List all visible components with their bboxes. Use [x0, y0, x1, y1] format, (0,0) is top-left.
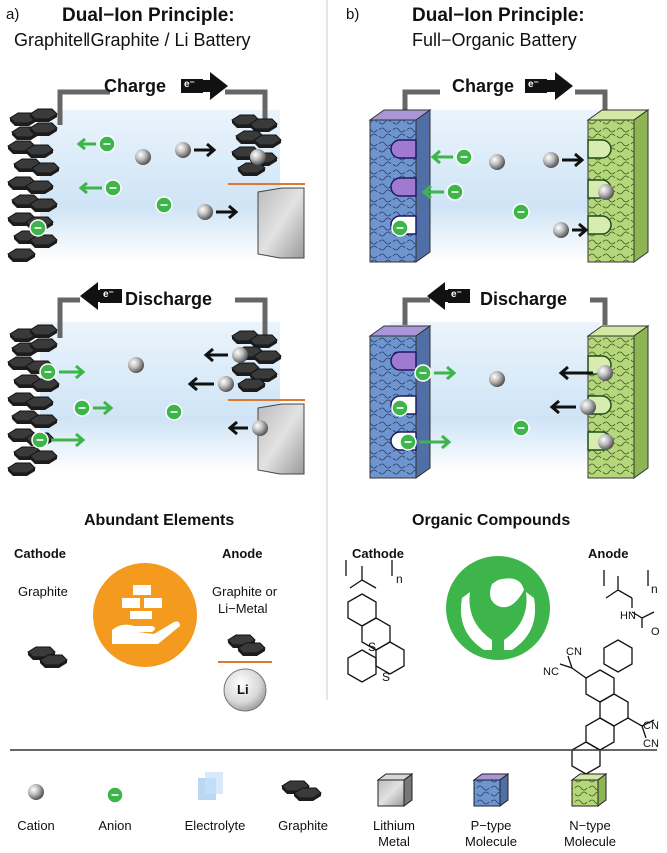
anode-graphite-sample — [227, 634, 266, 657]
electrolyte-region — [40, 322, 280, 472]
legend-graphite-icon — [281, 780, 322, 802]
p-type-electrode — [368, 325, 432, 479]
lithium-metal-block — [257, 403, 305, 475]
wire — [402, 89, 440, 112]
li-ball-label: Li — [237, 682, 249, 697]
cn-atom-label: CN — [566, 646, 582, 658]
panel-b-title: Dual−Ion Principle: — [412, 5, 585, 26]
hn-atom-label: HN — [620, 610, 636, 622]
organic-compounds-title: Organic Compounds — [412, 512, 571, 529]
wire — [590, 297, 608, 325]
panel-a-cathode-material: Graphite — [18, 584, 68, 599]
legend-anion-icon — [106, 786, 124, 804]
anode-molecule-structure — [559, 570, 655, 775]
nc-atom-label: NC — [543, 666, 559, 678]
abundant-elements-icon — [93, 563, 197, 667]
wire — [402, 297, 430, 325]
cathode-molecule-structure — [345, 560, 405, 683]
graphite-cathode-stack — [7, 324, 60, 477]
panel-a-discharge-cell — [7, 297, 305, 477]
legend-lithium-metal-icon — [376, 773, 414, 807]
legend-electrolyte-label: Electrolyte — [184, 818, 246, 833]
cn-atom-label: CN — [643, 738, 659, 750]
electron-label: e⁻ — [528, 79, 539, 90]
electron-label: e⁻ — [103, 289, 114, 300]
legend-graphite-label: Graphite — [278, 818, 328, 833]
lithium-metal-block — [257, 187, 305, 259]
wire — [57, 89, 110, 125]
panel-b-anode-label: Anode — [588, 546, 629, 561]
wire — [235, 297, 268, 338]
panel-a-discharge-arrow — [80, 282, 122, 310]
panel-a-discharge-label: Discharge — [125, 289, 213, 309]
graphite-cathode-stack — [7, 108, 60, 263]
panel-a-anode-material-2: Li−Metal — [218, 601, 268, 616]
organic-compounds-icon — [446, 556, 550, 660]
legend-cation-label: Cation — [17, 818, 55, 833]
panel-a-anode-label: Anode — [222, 546, 263, 561]
panel-a-charge-arrow — [181, 72, 228, 100]
panel-b-discharge-cell — [368, 297, 650, 479]
panel-a-subtitle: Graphite‖Graphite / Li Battery — [14, 30, 251, 50]
legend-cation-icon — [28, 784, 44, 800]
panel-b-discharge-label: Discharge — [480, 289, 568, 309]
wire — [575, 89, 608, 112]
panel-b-subtitle: Full−Organic Battery — [412, 30, 577, 50]
panel-b-charge-label: Charge — [452, 76, 515, 96]
oxygen-atom-label: O — [651, 626, 660, 638]
panel-b-charge-arrow — [525, 72, 573, 100]
panel-b-charge-cell — [368, 89, 650, 263]
panel-a-letter: a) — [6, 6, 20, 23]
panel-a-title: Dual−Ion Principle: — [62, 5, 235, 26]
panel-b-letter: b) — [346, 6, 360, 23]
sulfur-atom-label: S — [368, 640, 377, 654]
wire — [225, 89, 268, 125]
lithium-ball — [223, 668, 267, 712]
n-type-electrode — [586, 109, 650, 263]
legend-p-type-icon — [472, 773, 510, 807]
n-type-electrode — [586, 325, 650, 479]
panel-a-charge-cell — [7, 89, 305, 263]
abundant-elements-title: Abundant Elements — [84, 512, 235, 529]
legend-anion-label: Anion — [98, 818, 132, 833]
electron-label: e⁻ — [451, 289, 462, 300]
panel-b-discharge-arrow — [427, 282, 470, 310]
panel-a-anode-material-1: Graphite or — [212, 584, 278, 599]
wire — [57, 297, 80, 338]
legend-n-type-icon — [570, 773, 608, 807]
panel-a-cathode-label: Cathode — [14, 546, 66, 561]
cn-atom-label: CN — [643, 720, 659, 732]
sulfur-atom-label: S — [382, 670, 391, 684]
p-type-electrode — [368, 109, 432, 263]
electron-label: e⁻ — [184, 79, 195, 90]
polymer-index: n — [396, 572, 403, 586]
legend-electrolyte-icon — [198, 772, 223, 800]
panel-a-charge-label: Charge — [104, 76, 167, 96]
polymer-index: n — [651, 582, 658, 596]
cathode-graphite-sample — [27, 646, 68, 669]
panel-b-cathode-label: Cathode — [352, 546, 404, 561]
